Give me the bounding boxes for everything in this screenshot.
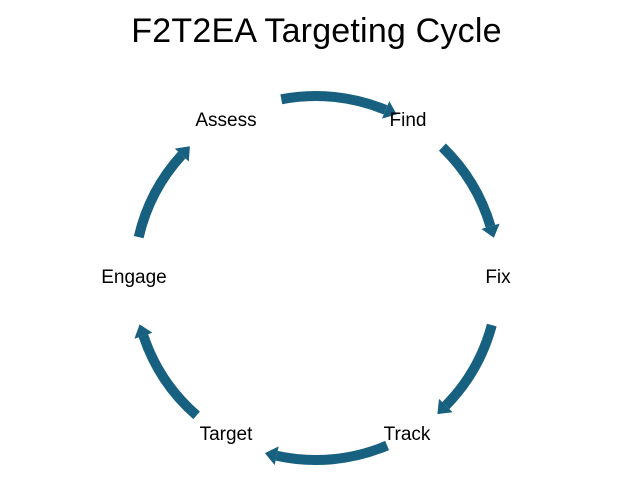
cycle-arrow-shaft [133,151,186,239]
cycle-arrow-shaft [280,91,388,115]
cycle-arrow-engage-to-assess [133,146,190,239]
diagram-title: F2T2EA Targeting Cycle [131,12,502,50]
cycle-labels: Find Fix Track Target Engage Assess [101,110,511,445]
cycle-arrow-find-to-fix [438,143,500,238]
cycle-arrow-shaft [442,323,497,410]
cycle-arrow-target-to-engage [134,324,200,420]
step-label-engage: Engage [101,267,167,288]
cycle-arrow-shaft [275,440,390,465]
step-label-target: Target [200,424,254,445]
cycle-arrow-track-to-target [264,440,390,465]
cycle-arrow-head [382,101,397,119]
step-label-fix: Fix [485,267,511,288]
cycle-arrow-head [437,398,453,415]
cycle-arrow-head [134,324,153,339]
cycle-arrow-assess-to-find [280,91,397,119]
cycle-arrows [133,91,500,465]
cycle-arrow-head [481,223,500,238]
step-label-track: Track [384,424,431,445]
cycle-arrow-shaft [438,143,496,228]
cycle-arrow-head [264,446,279,465]
cycle-arrow-shaft [138,334,200,420]
cycle-arrow-head [174,146,190,162]
step-label-find: Find [390,110,427,131]
cycle-arrow-fix-to-track [437,323,497,415]
step-label-assess: Assess [195,110,256,131]
